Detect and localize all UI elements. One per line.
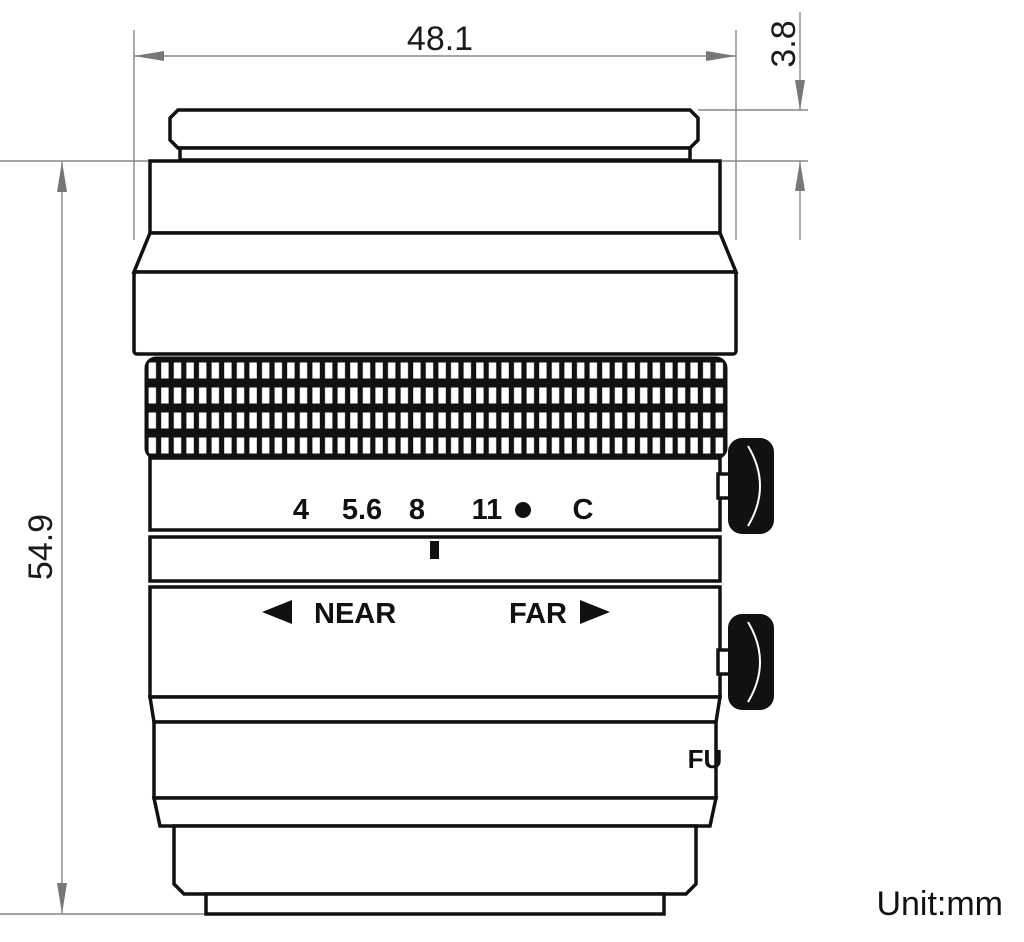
aperture-mark-8: 8: [409, 494, 425, 526]
focus-near-label: NEAR: [314, 598, 396, 630]
focus-ring[interactable]: NEAR FAR: [148, 585, 722, 699]
unit-label: Unit:mm: [876, 885, 1003, 923]
aperture-ring[interactable]: 4 5.6 8 11 C: [148, 456, 722, 532]
dimension-width: 48.1: [133, 20, 737, 240]
flange-dimension-label: 3.8: [765, 20, 803, 67]
aperture-lock-screw[interactable]: [716, 438, 774, 534]
dimension-flange: 3.8: [698, 12, 808, 240]
length-dimension-label: 54.9: [22, 514, 60, 580]
rear-barrel: FU: [147, 695, 723, 828]
width-dimension-label: 48.1: [407, 20, 473, 58]
knurled-grip[interactable]: [144, 356, 728, 460]
near-arrow-icon: [262, 600, 292, 624]
index-mark: [430, 541, 439, 559]
aperture-mark-5-6: 5.6: [342, 494, 382, 526]
c-mount: [172, 824, 698, 916]
aperture-mark-11: 11: [472, 494, 503, 526]
aperture-mark-4: 4: [293, 494, 309, 526]
aperture-mark-c: C: [573, 494, 594, 526]
front-thread-ring: [168, 108, 700, 162]
far-arrow-icon: [580, 600, 610, 624]
index-ring: [148, 535, 722, 583]
side-label: FU: [688, 744, 723, 774]
front-barrel: [131, 159, 739, 356]
aperture-dot-icon: [515, 502, 531, 518]
focus-lock-screw[interactable]: [716, 614, 774, 710]
focus-far-label: FAR: [509, 598, 567, 630]
